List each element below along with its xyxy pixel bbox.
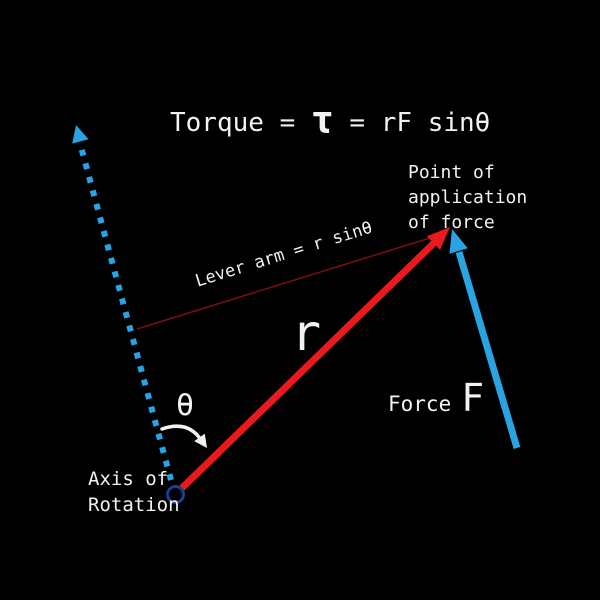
diagram-title: Torque = τ = rF sinθ	[170, 101, 491, 139]
radius-arrow-shaft	[179, 239, 438, 491]
theta-symbol-label: θ	[176, 388, 195, 423]
lever-arm-line	[136, 232, 447, 330]
tau-symbol: τ	[310, 98, 334, 142]
force-arrowhead-icon	[449, 229, 468, 254]
force-symbol: F	[461, 376, 485, 420]
force-word: Force	[388, 392, 452, 416]
radius-symbol-label: r	[291, 304, 322, 362]
theta-angle-curved-arrow	[160, 424, 203, 442]
radius-arrowhead-icon	[426, 227, 450, 250]
point-of-application-label: Point of application of force	[408, 162, 528, 233]
theta-angle-arrowhead-icon	[194, 433, 207, 448]
title-prefix: Torque =	[170, 108, 311, 138]
rotation-axis-dashed-line	[78, 146, 174, 481]
force-label: Force F	[388, 376, 484, 420]
force-arrow-shaft	[455, 251, 521, 449]
pivot-circle-icon	[166, 485, 185, 504]
title-suffix: = rF sinθ	[333, 108, 491, 138]
rotation-axis-arrowhead-icon	[72, 125, 89, 144]
axis-of-rotation-label: Axis of Rotation	[88, 468, 180, 516]
